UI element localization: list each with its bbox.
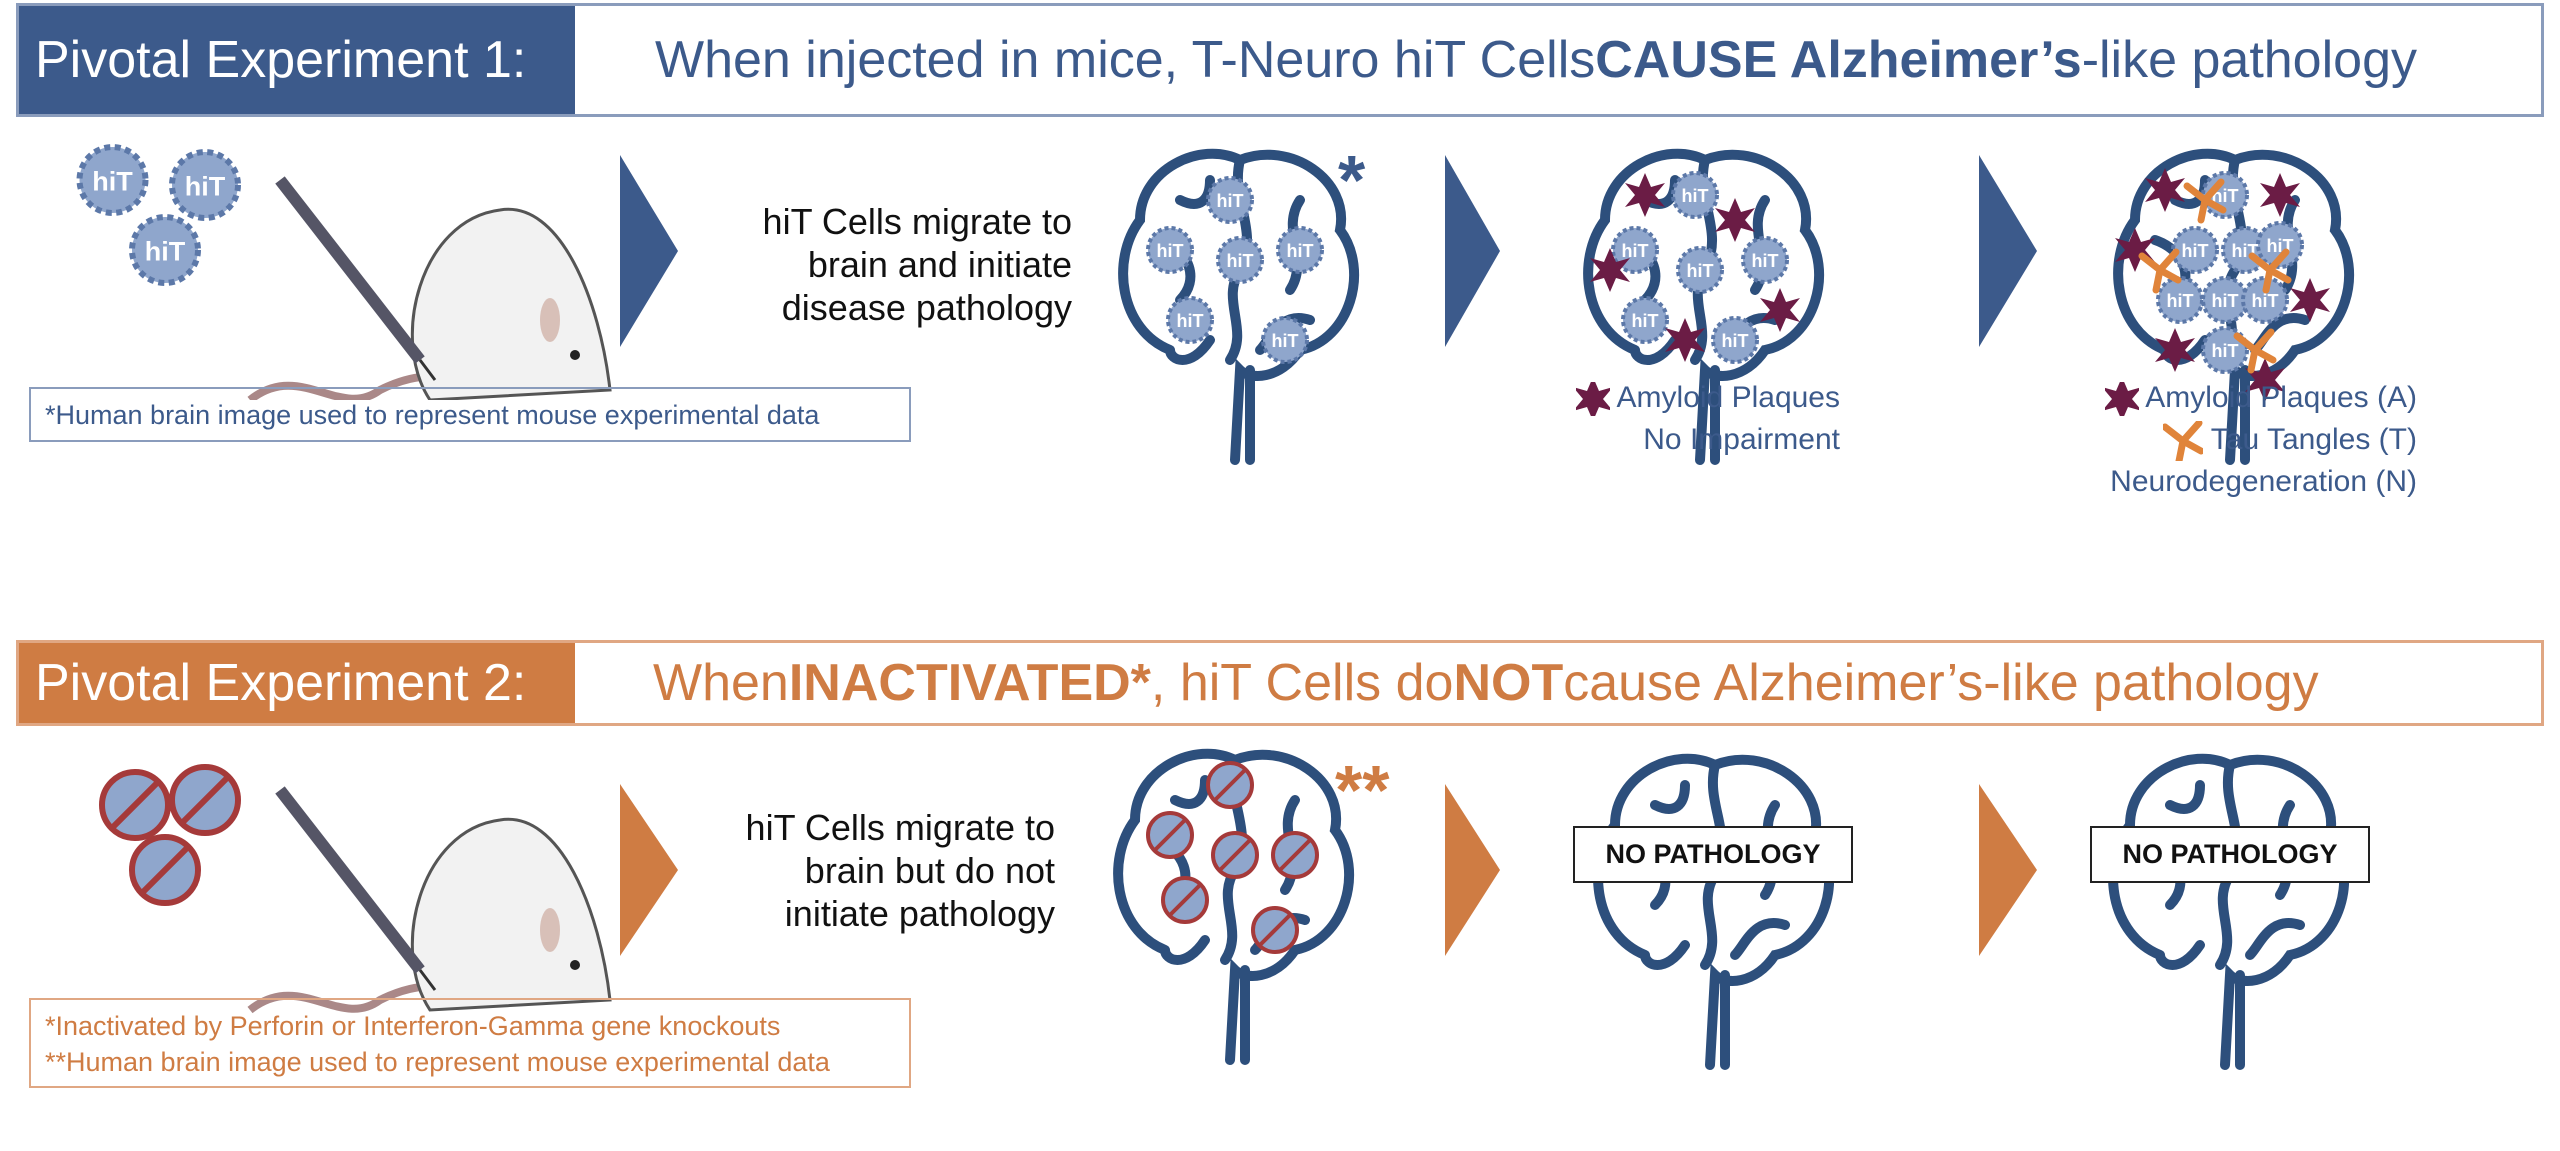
title-text: When xyxy=(653,654,789,712)
amyloid-plaque-icon xyxy=(2101,377,2142,422)
arrow-icon xyxy=(620,155,678,347)
mouse-injection-illustration xyxy=(70,760,630,1020)
experiment-1-header: Pivotal Experiment 1: When injected in m… xyxy=(16,3,2544,117)
experiment-2-footnote: *Inactivated by Perforin or Interferon-G… xyxy=(29,998,911,1088)
experiment-2-title: When INACTIVATED*, hiT Cells do NOT caus… xyxy=(575,643,2541,723)
title-text: cause Alzheimer’s-like pathology xyxy=(1563,654,2319,712)
experiment-2-description: hiT Cells migrate to brain but do not in… xyxy=(595,806,1055,935)
experiment-1-title: When injected in mice, T-Neuro hiT Cells… xyxy=(575,6,2541,114)
experiment-2-header: Pivotal Experiment 2: When INACTIVATED*,… xyxy=(16,640,2544,726)
mouse-injection-illustration xyxy=(70,140,630,400)
mouse-icon xyxy=(250,180,610,400)
mouse-icon xyxy=(250,790,610,1010)
legend-label: Amyloid Plaques xyxy=(1616,381,1840,414)
inactivated-cell-icon xyxy=(172,767,238,833)
brain-icon xyxy=(2100,745,2360,1075)
arrow-icon xyxy=(620,784,678,956)
footnote-line: *Inactivated by Perforin or Interferon-G… xyxy=(45,1011,781,1041)
hit-cell-icon xyxy=(172,152,238,218)
description-line: hiT Cells migrate to xyxy=(762,201,1072,242)
title-bold: CAUSE Alzheimer’s xyxy=(1595,31,2082,89)
title-text: When injected in mice, T-Neuro hiT Cells xyxy=(655,31,1596,89)
inactivated-cell-icon xyxy=(132,837,198,903)
legend-label: Tau Tangles (T) xyxy=(2210,423,2417,456)
experiment-1-description: hiT Cells migrate to brain and initiate … xyxy=(612,200,1072,329)
description-line: initiate pathology xyxy=(784,893,1055,934)
inactivated-cell-icon xyxy=(102,772,168,838)
experiment-1-label: Pivotal Experiment 1: xyxy=(19,6,575,114)
double-asterisk: ** xyxy=(1335,751,1390,829)
hit-cell-icon xyxy=(132,217,198,283)
brain-with-inactivated-cells xyxy=(1105,740,1365,1070)
no-pathology-label: NO PATHOLOGY xyxy=(2090,826,2370,883)
arrow-icon xyxy=(1445,784,1500,956)
legend-label: Neurodegeneration (N) xyxy=(2110,465,2417,499)
experiment-1-footnote: *Human brain image used to represent mou… xyxy=(29,387,911,442)
stage-2-legend: Amyloid Plaques No Impairment xyxy=(1572,377,1840,461)
title-text: -like pathology xyxy=(2081,31,2417,89)
asterisk: * xyxy=(1338,141,1366,219)
brain-icon xyxy=(1585,745,1845,1075)
title-text: , hiT Cells do xyxy=(1150,654,1454,712)
legend-label: No Impairment xyxy=(1643,423,1840,456)
arrow-icon xyxy=(1445,155,1500,347)
hit-cell-icon xyxy=(80,147,146,213)
brain-with-hit-cells xyxy=(1110,140,1370,470)
no-pathology-label: NO PATHOLOGY xyxy=(1573,826,1853,883)
description-line: hiT Cells migrate to xyxy=(745,807,1055,848)
title-bold: NOT xyxy=(1453,654,1564,712)
experiment-2-label: Pivotal Experiment 2: xyxy=(19,643,575,723)
stage-3-legend: Amyloid Plaques (A) Tau Tangles (T) Neur… xyxy=(2101,377,2417,503)
arrow-icon xyxy=(1979,784,2037,956)
description-line: disease pathology xyxy=(781,287,1072,328)
description-line: brain and initiate xyxy=(807,244,1072,285)
amyloid-plaque-icon xyxy=(1572,377,1613,422)
arrow-icon xyxy=(1979,155,2037,347)
description-line: brain but do not xyxy=(804,850,1055,891)
footnote-line: **Human brain image used to represent mo… xyxy=(45,1047,830,1077)
title-bold: INACTIVATED* xyxy=(788,654,1151,712)
legend-label: Amyloid Plaques (A) xyxy=(2145,381,2417,414)
tau-tangle-icon xyxy=(2163,421,2203,461)
